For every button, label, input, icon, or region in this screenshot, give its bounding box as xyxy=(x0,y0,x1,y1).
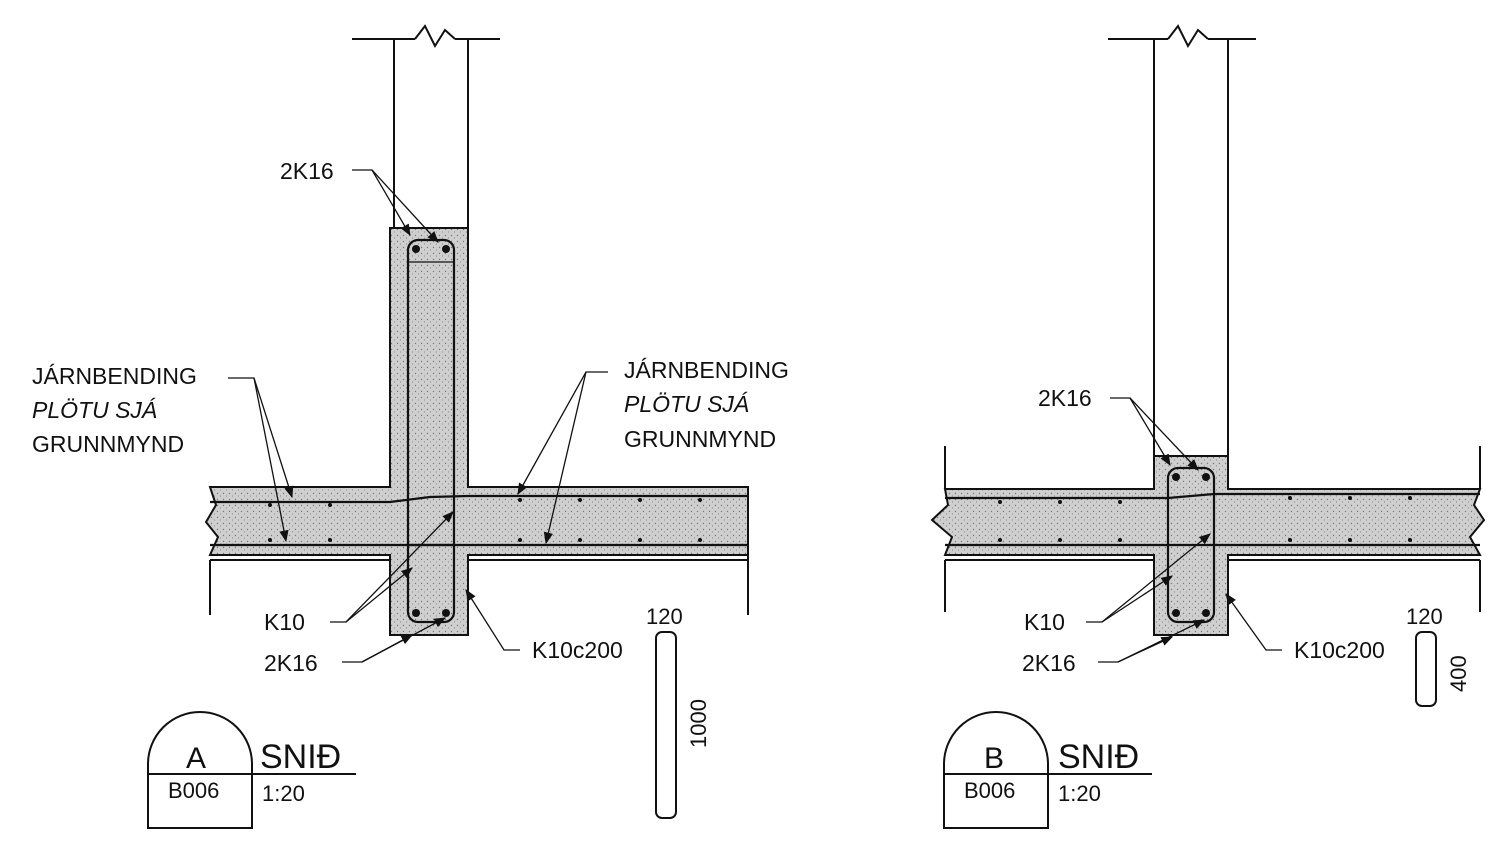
label-slab-left-a-3: GRUNNMYND xyxy=(32,431,184,457)
rebar-dots-b xyxy=(998,473,1412,617)
section-sheet-b: B006 xyxy=(964,778,1015,803)
shape-height-a: 1000 xyxy=(686,699,711,748)
shape-width-a: 120 xyxy=(646,604,683,629)
label-spacing-a: K10c200 xyxy=(532,637,623,663)
leaders-b xyxy=(1086,397,1282,663)
label-slab-right-a-3: GRUNNMYND xyxy=(624,426,776,452)
label-top-bars-a: 2K16 xyxy=(280,158,334,184)
section-letter-b: B xyxy=(984,742,1004,775)
section-marker-a: A B006 SNIÐ 1:20 xyxy=(147,711,356,829)
section-title-b: SNIÐ xyxy=(1058,738,1139,776)
label-bottom-bars-a: 2K16 xyxy=(264,650,318,676)
shape-height-b: 400 xyxy=(1446,655,1471,692)
rebar-dots-a xyxy=(268,245,702,617)
label-stirrup-a: K10 xyxy=(264,609,305,635)
label-slab-right-a-1: JÁRNBENDING xyxy=(624,357,789,383)
label-bottom-bars-b: 2K16 xyxy=(1022,650,1076,676)
section-b: 2K16 K10 2K16 K10c200 120 400 B B006 SNI… xyxy=(930,24,1486,829)
section-scale-a: 1:20 xyxy=(262,781,305,806)
label-slab-left-a-1: JÁRNBENDING xyxy=(32,363,197,389)
bar-shape-a xyxy=(655,631,677,819)
section-letter-a: A xyxy=(186,742,206,775)
beam-a-concrete xyxy=(204,227,749,636)
wall-b-outline xyxy=(1108,24,1256,489)
label-spacing-b: K10c200 xyxy=(1294,637,1385,663)
label-slab-right-a-2: PLÖTU SJÁ xyxy=(624,391,749,417)
bar-shape-b xyxy=(1415,631,1437,707)
label-stirrup-b: K10 xyxy=(1024,609,1065,635)
section-marker-b: B B006 SNIÐ 1:20 xyxy=(943,711,1152,829)
shape-width-b: 120 xyxy=(1406,604,1443,629)
section-scale-b: 1:20 xyxy=(1058,781,1101,806)
label-top-bars-b: 2K16 xyxy=(1038,385,1092,411)
section-sheet-a: B006 xyxy=(168,778,219,803)
section-title-a: SNIÐ xyxy=(260,738,341,776)
label-slab-left-a-2: PLÖTU SJÁ xyxy=(32,397,157,423)
section-a: 2K16 JÁRNBENDING PLÖTU SJÁ GRUNNMYND JÁR… xyxy=(32,24,789,829)
leaders-a xyxy=(228,169,608,663)
